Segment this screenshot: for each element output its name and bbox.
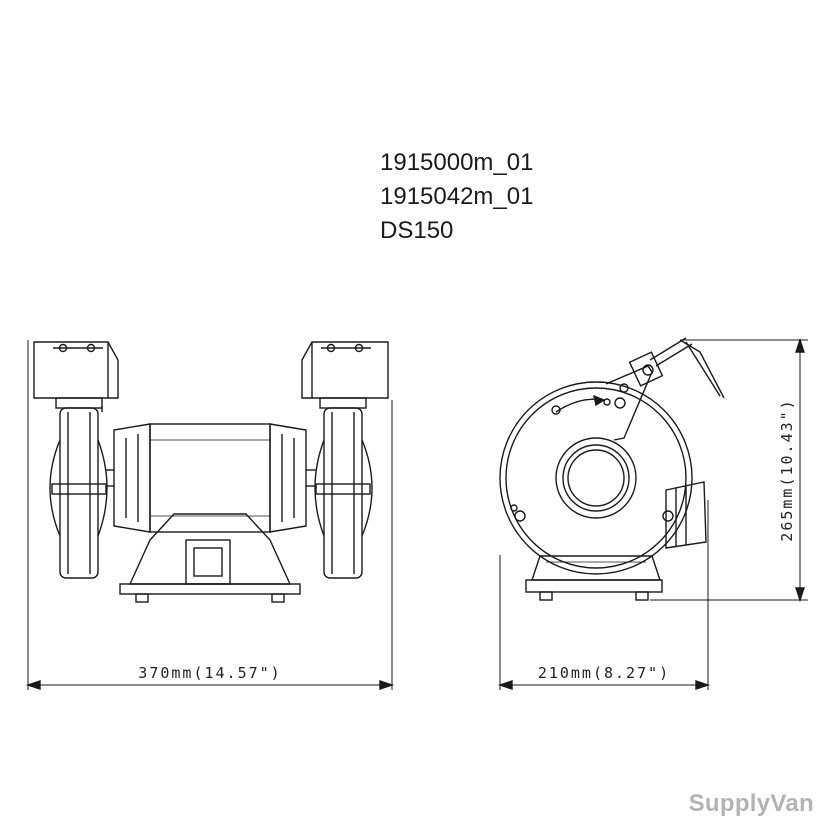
side-eye-shield-bracket <box>605 337 725 441</box>
watermark-logo: SupplyVan <box>688 790 814 817</box>
left-eye-shield <box>33 341 119 399</box>
right-wheel-guard <box>314 397 373 579</box>
tool-rest <box>665 481 707 549</box>
width-dimension <box>25 680 395 690</box>
front-view: 370mm(14.57") <box>25 340 395 690</box>
depth-label: 210mm(8.27") <box>538 664 670 682</box>
right-eye-shield <box>301 341 389 399</box>
left-motor-end <box>106 423 151 533</box>
side-view: 210mm(8.27") 265mm(10.43") <box>497 337 808 690</box>
depth-dimension <box>497 680 711 690</box>
model-code-1: 1915000m_01 <box>380 149 534 176</box>
model-codes: 1915000m_01 1915042m_01 DS150 <box>380 146 533 248</box>
motor-body <box>149 423 271 533</box>
height-dimension <box>795 337 805 603</box>
model-code-2: 1915042m_01 <box>380 183 534 210</box>
side-base <box>525 555 663 601</box>
model-code-3: DS150 <box>380 217 454 244</box>
side-wheel-guard <box>499 381 693 575</box>
left-wheel-guard <box>49 397 108 579</box>
right-motor-end <box>269 423 316 533</box>
width-label: 370mm(14.57") <box>138 664 281 682</box>
height-label: 265mm(10.43") <box>778 398 796 541</box>
base <box>119 513 301 603</box>
